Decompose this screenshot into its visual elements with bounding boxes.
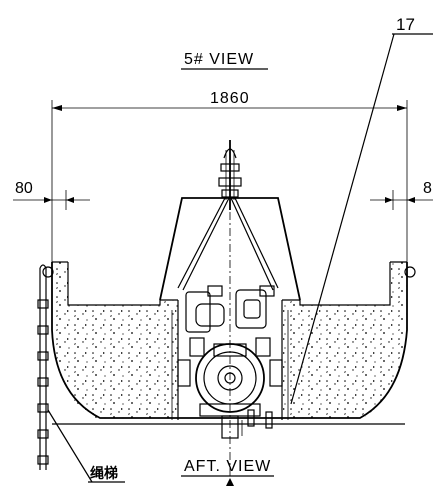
dimension-arrow-right — [397, 105, 407, 111]
rope-ladder — [37, 264, 49, 470]
dimension-arrow-left — [52, 105, 62, 111]
hull-concrete-fill-right — [282, 262, 407, 420]
callout-number: 17 — [396, 15, 415, 34]
dimension-arrow-right-small-2 — [385, 197, 393, 203]
dimension-arrow-left-small-2 — [66, 197, 74, 203]
bottom-arrow — [226, 478, 234, 486]
mast-top-eye — [223, 148, 237, 159]
engine-assembly — [177, 285, 283, 439]
rope-ladder-label: 绳梯 — [90, 465, 118, 481]
view-title-top: 5# VIEW — [184, 51, 254, 68]
sling-right — [234, 197, 279, 289]
hull-inner-outline-right — [282, 262, 391, 306]
dimension-arrow-right-small — [407, 197, 415, 203]
sling-left — [177, 197, 226, 289]
dimension-right: 8 — [423, 180, 432, 197]
mast-clamp-2 — [218, 177, 242, 187]
gunwale-fitting-right — [404, 266, 416, 278]
dimension-left: 80 — [15, 180, 33, 197]
hull-outer-outline — [51, 262, 408, 419]
mast-clamp-3 — [221, 189, 239, 198]
ladder-leader — [47, 409, 93, 483]
dimension-overall: 1860 — [210, 90, 250, 107]
sling-right-2 — [230, 197, 274, 291]
gunwale-fitting-left — [42, 266, 54, 278]
hull-inner-outline-left — [67, 262, 178, 306]
mast-clamp-1 — [220, 163, 240, 172]
sling-left-2 — [182, 197, 230, 291]
dimension-arrow-left-small — [44, 197, 52, 203]
hull-concrete-fill — [52, 262, 178, 420]
view-title-bottom: AFT. VIEW — [184, 458, 271, 475]
